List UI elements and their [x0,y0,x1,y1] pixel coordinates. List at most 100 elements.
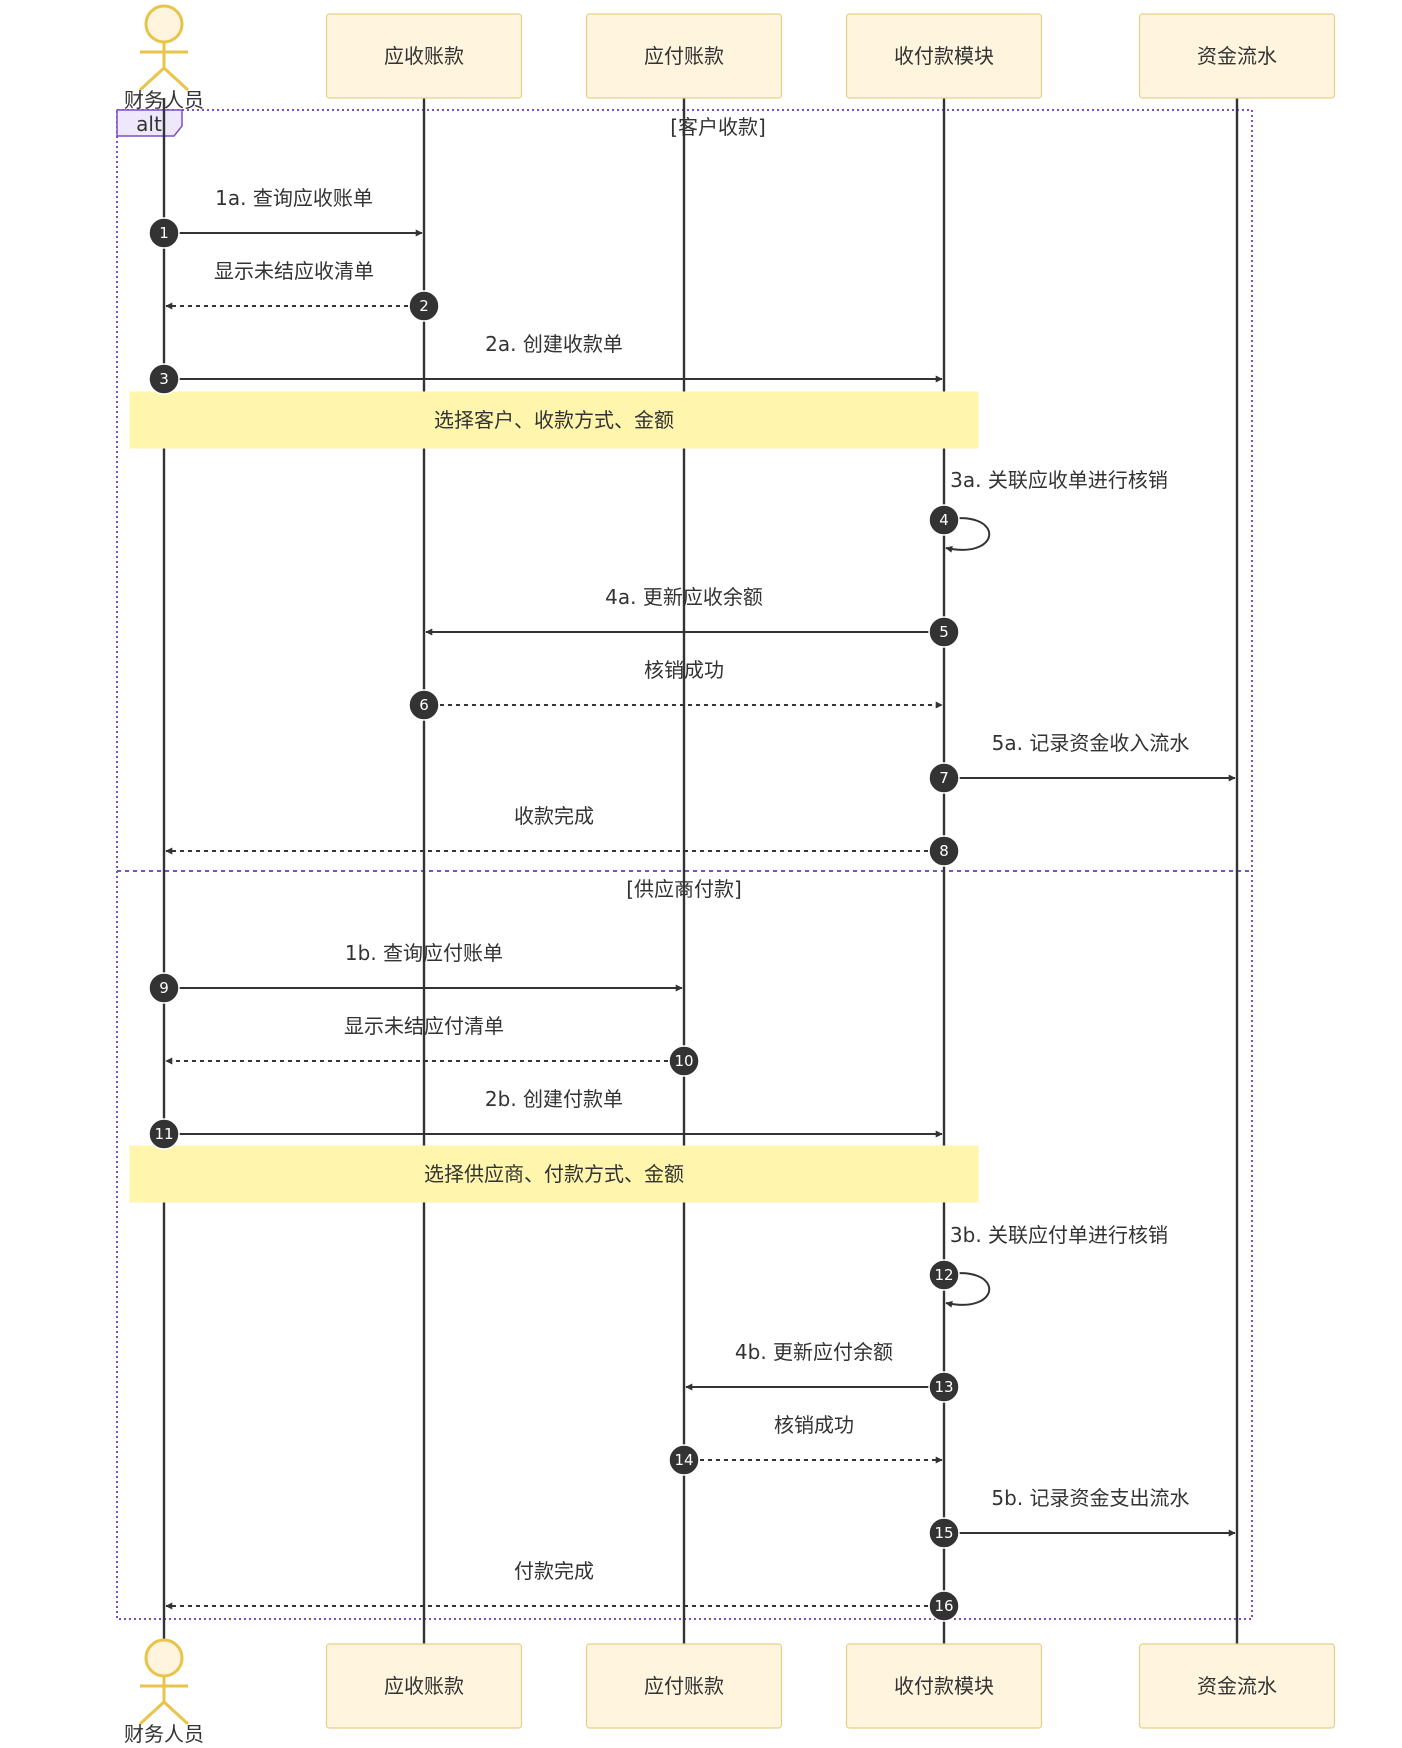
participant-box [845,1643,1043,1729]
message-label: 5b. 记录资金支出流水 [991,1486,1189,1510]
participant-box [1138,1643,1336,1729]
participant-bottom-cash: 资金流水 [1138,1643,1336,1729]
sequence-number-badge [668,1444,700,1476]
message-label: 核销成功 [774,1413,854,1437]
note: 选择客户、收款方式、金额 [129,391,979,449]
sequence-number-badge [928,1517,960,1549]
actor-leg-left [138,66,166,92]
participant-box [585,1643,783,1729]
participant-label: 收付款模块 [894,44,994,68]
participant-label: 资金流水 [1197,1674,1277,1698]
sequence-number: 10 [674,1052,693,1070]
sequence-number: 13 [934,1378,953,1396]
message-label: 2b. 创建付款单 [485,1087,623,1111]
alt-tab [116,109,183,137]
sequence-number-badge [928,762,960,794]
sequence-number: 14 [674,1451,693,1469]
actor-head [144,4,184,44]
participant-label: 应付账款 [644,1674,724,1698]
participant-top-pay: 收付款模块 [845,13,1043,99]
sequence-number: 6 [419,696,429,714]
alt-condition: [客户收款] [670,115,766,139]
sequence-number: 7 [939,769,949,787]
message: 3a. 关联应收单进行核销 4 [928,468,1168,553]
participant-box [845,13,1043,99]
participant-bottom-pay: 收付款模块 [845,1643,1043,1729]
note-text: 选择供应商、付款方式、金额 [424,1162,684,1186]
message-label: 4a. 更新应收余额 [605,585,763,609]
sequence-number-badge [668,1045,700,1077]
sequence-number-badge [148,972,180,1004]
message-label: 收款完成 [514,804,594,828]
participant-label: 应付账款 [644,44,724,68]
participant-bottom-ar: 应收账款 [325,1643,523,1729]
participant-box [325,13,523,99]
message: 4b. 更新应付余额 13 [685,1340,960,1403]
sequence-number: 16 [934,1597,953,1615]
message-label: 5a. 记录资金收入流水 [992,731,1190,755]
sequence-number: 2 [419,297,429,315]
message: 收款完成 8 [165,804,960,867]
message: 5b. 记录资金支出流水 15 [928,1486,1236,1549]
participant-top-ar: 应收账款 [325,13,523,99]
participant-top-cash: 资金流水 [1138,13,1336,99]
message-label: 4b. 更新应付余额 [735,1340,893,1364]
message: 显示未结应付清单 10 [165,1014,700,1077]
note-text: 选择客户、收款方式、金额 [434,408,674,432]
message-label: 显示未结应付清单 [344,1014,504,1038]
sequence-number: 5 [939,623,949,641]
actor-leg-left [138,1700,166,1726]
message-label: 1a. 查询应收账单 [215,186,373,210]
actor-head [144,1638,184,1678]
message: 核销成功 6 [408,658,943,721]
participant-label: 应收账款 [384,1674,464,1698]
message: 5a. 记录资金收入流水 7 [928,731,1236,794]
sequence-number-badge [408,689,440,721]
message: 1a. 查询应收账单 1 [148,186,423,249]
actor-label: 财务人员 [124,1722,204,1746]
participant-label: 资金流水 [1197,44,1277,68]
participant-box [585,13,783,99]
actor-leg-right [162,66,190,92]
sequence-number-badge [928,835,960,867]
participant-label: 收付款模块 [894,1674,994,1698]
sequence-number-badge [408,290,440,322]
sequence-number-badge [928,504,960,536]
message: 4a. 更新应收余额 5 [425,585,960,648]
participant-box [1138,13,1336,99]
participant-bottom-ap: 应付账款 [585,1643,783,1729]
actor-label: 财务人员 [124,88,204,112]
note-box [129,391,979,449]
participant-box [325,1643,523,1729]
sequence-number-badge [148,363,180,395]
sequence-number: 15 [934,1524,953,1542]
sequence-number-badge [928,616,960,648]
message-label: 3a. 关联应收单进行核销 [950,468,1168,492]
message-arrow [943,1272,991,1308]
sequence-number-badge [148,1118,180,1150]
message-label: 2a. 创建收款单 [485,332,623,356]
sequence-number: 9 [159,979,169,997]
alt-label: alt [136,112,162,136]
message: 2a. 创建收款单 3 [148,332,943,395]
message-label: 付款完成 [514,1559,594,1583]
note: 选择供应商、付款方式、金额 [129,1145,979,1203]
sequence-number: 8 [939,842,949,860]
actor-leg-right [162,1700,190,1726]
message-label: 3b. 关联应付单进行核销 [950,1223,1168,1247]
message-arrow [943,517,991,553]
sequence-number-badge [148,217,180,249]
actor-bottom-finance: 财务人员 [124,1638,204,1746]
sequence-number: 3 [159,370,169,388]
sequence-number-badge [928,1371,960,1403]
sequence-number: 1 [159,224,169,242]
sequence-number: 4 [939,511,949,529]
message-label: 核销成功 [644,658,724,682]
message: 核销成功 14 [668,1413,943,1476]
sequence-number-badge [928,1590,960,1622]
message-label: 显示未结应收清单 [214,259,374,283]
